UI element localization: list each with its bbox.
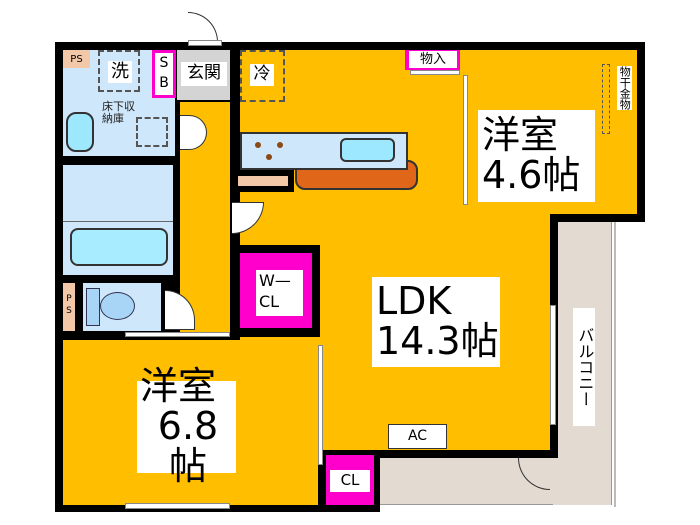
fridge-label: 冷: [250, 64, 274, 86]
closet-label: CL: [330, 470, 370, 492]
wcl-label: W— CL: [256, 270, 303, 316]
room-size: 6.8帖: [157, 404, 219, 488]
underfloor-storage-label: 床下収納庫: [102, 101, 135, 125]
storage-label: 物入: [409, 51, 457, 68]
balcony-window[interactable]: [550, 305, 556, 425]
toilet-tank: [86, 288, 100, 326]
entrance-label: 玄関: [181, 62, 227, 86]
sink: [340, 138, 395, 162]
room-name: LDK: [376, 279, 452, 324]
room-size: 4.6帖: [482, 153, 581, 197]
washing-label: 洗: [108, 61, 132, 83]
storage-door[interactable]: [410, 70, 460, 75]
washbasin: [66, 112, 94, 152]
room-name: 洋室: [482, 113, 559, 158]
room-sliding-door[interactable]: [318, 345, 323, 465]
drying-hardware-label: 物干金物: [617, 66, 632, 110]
washing-machine-space: [98, 50, 140, 92]
entrance-door-frame: [188, 40, 222, 46]
window-bottom: [125, 503, 230, 509]
bathtub: [70, 228, 168, 266]
stove-burner: [266, 154, 272, 160]
underfloor-line1: 床下収: [102, 100, 135, 113]
pipe-space-top: PS: [63, 50, 90, 68]
ac-label: AC: [388, 424, 447, 449]
underfloor-line2: 納庫: [102, 112, 124, 125]
entrance-door[interactable]: [188, 12, 218, 42]
ps-line2: S: [66, 306, 72, 316]
room-name: 洋室: [140, 364, 217, 409]
washroom-door[interactable]: [180, 115, 207, 150]
stove-burner: [255, 142, 261, 148]
underfloor-hatch: [136, 117, 168, 147]
stove-burner: [277, 142, 283, 148]
balcony-label: バルコニー: [573, 308, 595, 426]
drying-rail: [602, 64, 610, 134]
wcl-line2: CL: [259, 292, 280, 311]
balcony-rail: [614, 222, 616, 507]
bath-divider: [63, 221, 173, 222]
sb-line1: S: [159, 55, 169, 71]
ps-line1: P: [66, 294, 72, 304]
fridge-space: [240, 50, 285, 102]
wcl-line1: W—: [259, 271, 291, 290]
toilet-bowl: [100, 292, 135, 320]
kitchen-shelf: [238, 176, 288, 186]
hall-window: [125, 332, 230, 337]
sliding-door[interactable]: [463, 75, 468, 205]
sb-line2: B: [159, 75, 169, 91]
room-size: 14.3帖: [376, 319, 499, 363]
